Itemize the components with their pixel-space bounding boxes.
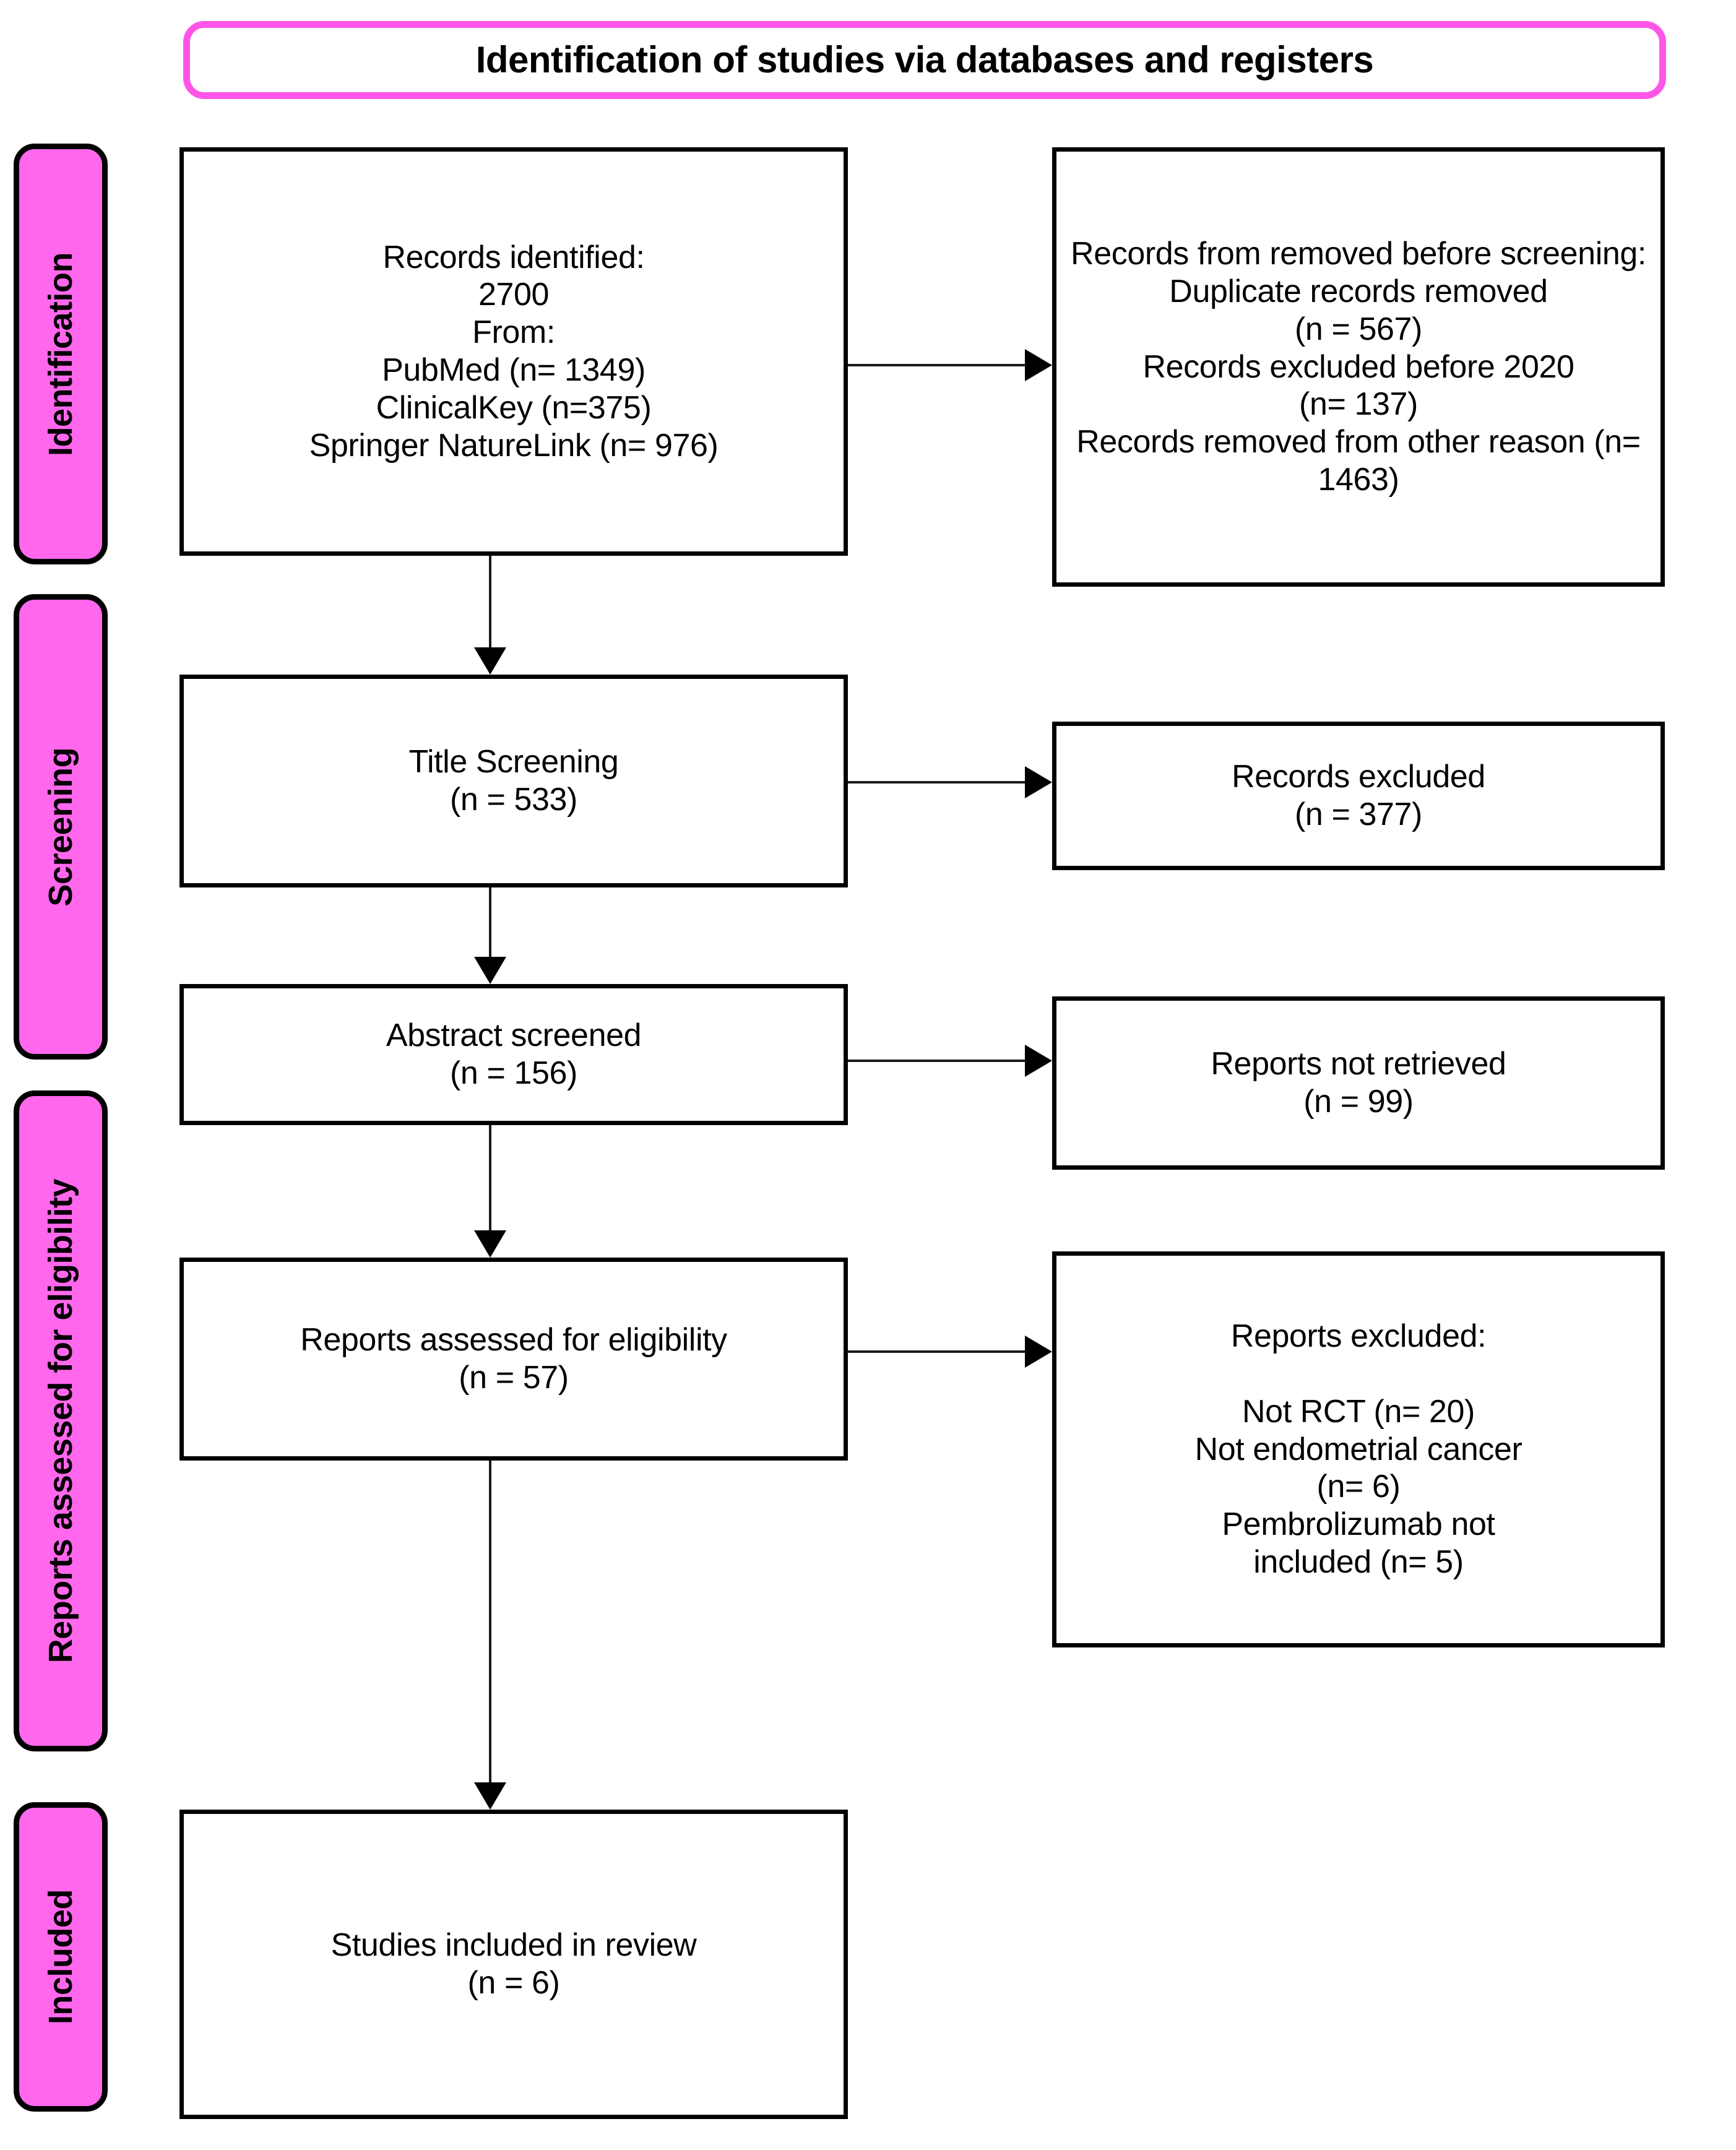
stage-pill-screening: Screening <box>14 594 108 1060</box>
diagram-title: Identification of studies via databases … <box>475 39 1374 80</box>
connector-assessed-to-included <box>489 1461 491 1782</box>
stage-label-identification: Identification <box>42 252 79 456</box>
box-title-screening-text: Title Screening (n = 533) <box>408 744 619 818</box>
arrow-title-screening-to-abstract-icon <box>474 957 506 984</box>
box-records-excluded-text: Records excluded (n = 377) <box>1232 759 1485 832</box>
connector-identified-to-removed <box>848 364 1025 366</box>
arrow-assessed-to-excluded-icon <box>1025 1336 1052 1368</box>
box-title-screening: Title Screening (n = 533) <box>179 675 848 887</box>
box-reports-assessed-text: Reports assessed for eligibility (n = 57… <box>300 1322 727 1396</box>
box-records-identified-text: Records identified: 2700 From: PubMed (n… <box>309 239 719 464</box>
connector-title-screening-to-abstract <box>489 887 491 957</box>
box-records-identified: Records identified: 2700 From: PubMed (n… <box>179 147 848 556</box>
arrow-identified-to-title-screening-icon <box>474 647 506 675</box>
box-abstract-screened: Abstract screened (n = 156) <box>179 984 848 1125</box>
stage-label-screening: Screening <box>42 747 79 907</box>
box-reports-excluded: Reports excluded: Not RCT (n= 20) Not en… <box>1052 1251 1665 1647</box>
diagram-title-banner: Identification of studies via databases … <box>183 21 1666 99</box>
connector-identified-to-title-screening <box>489 556 491 647</box>
box-reports-excluded-text: Reports excluded: Not RCT (n= 20) Not en… <box>1194 1318 1522 1581</box>
stage-label-eligibility: Reports assessed for eligibility <box>42 1178 79 1664</box>
connector-abstract-to-not-retrieved <box>848 1060 1025 1062</box>
stage-label-included: Included <box>42 1889 79 2024</box>
stage-pill-identification: Identification <box>14 144 108 564</box>
connector-title-screening-to-excluded <box>848 781 1025 784</box>
box-abstract-screened-text: Abstract screened (n = 156) <box>386 1017 642 1091</box>
box-studies-included-text: Studies included in review (n = 6) <box>330 1927 697 2001</box>
box-records-removed: Records from removed before screening: D… <box>1052 147 1665 587</box>
arrow-identified-to-removed-icon <box>1025 349 1052 381</box>
arrow-title-screening-to-excluded-icon <box>1025 766 1052 798</box>
box-studies-included: Studies included in review (n = 6) <box>179 1810 848 2119</box>
box-reports-not-retrieved: Reports not retrieved (n = 99) <box>1052 996 1665 1170</box>
arrow-abstract-to-not-retrieved-icon <box>1025 1045 1052 1077</box>
box-reports-assessed: Reports assessed for eligibility (n = 57… <box>179 1258 848 1461</box>
stage-pill-included: Included <box>14 1802 108 2112</box>
box-records-removed-text: Records from removed before screening: D… <box>1071 236 1646 498</box>
connector-assessed-to-excluded <box>848 1350 1025 1353</box>
arrow-assessed-to-included-icon <box>474 1782 506 1810</box>
box-reports-not-retrieved-text: Reports not retrieved (n = 99) <box>1211 1046 1506 1120</box>
box-records-excluded: Records excluded (n = 377) <box>1052 722 1665 870</box>
connector-abstract-to-reports-assessed <box>489 1125 491 1230</box>
arrow-abstract-to-reports-assessed-icon <box>474 1230 506 1258</box>
stage-pill-eligibility: Reports assessed for eligibility <box>14 1090 108 1751</box>
